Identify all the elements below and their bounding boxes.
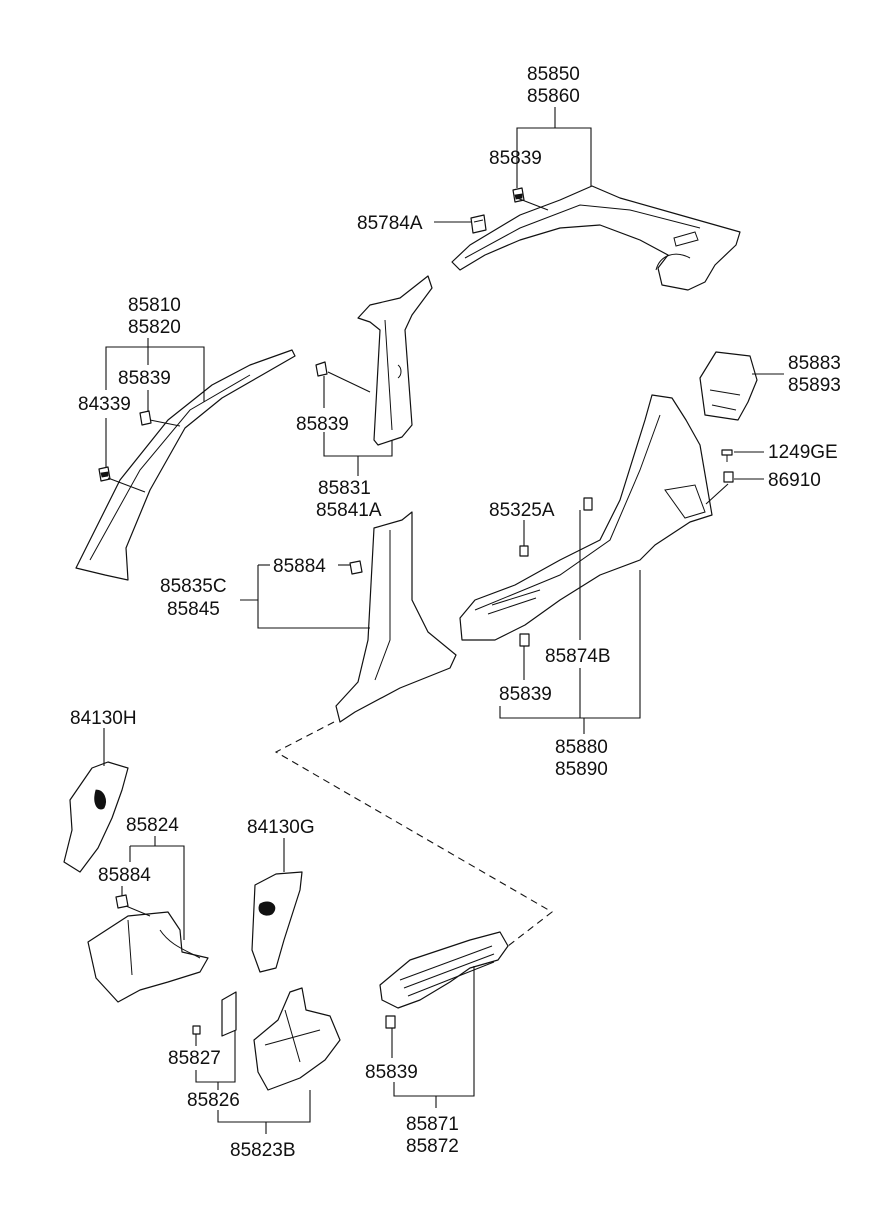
clip-85839-apillar xyxy=(139,410,152,426)
clip-85839-top xyxy=(512,187,525,203)
clip-85839-rear xyxy=(519,633,530,647)
clip-85839-bpillar xyxy=(315,361,328,377)
clip-85884-low xyxy=(115,894,129,909)
label-85827: 85827 xyxy=(168,1048,221,1069)
label-85839-top: 85839 xyxy=(489,148,542,169)
label-85325A: 85325A xyxy=(489,500,555,521)
label-85850: 85850 xyxy=(527,64,580,85)
label-85831: 85831 xyxy=(318,478,371,499)
label-85884-mid: 85884 xyxy=(273,556,326,577)
clip-85874B xyxy=(583,497,593,511)
label-85883: 85883 xyxy=(788,353,841,374)
clip-84339 xyxy=(98,466,111,482)
cowl-side-trim-85824 xyxy=(87,911,209,1003)
clip-85839-sill xyxy=(385,1015,396,1029)
label-85874B: 85874B xyxy=(545,646,611,667)
label-86910: 86910 xyxy=(768,470,821,491)
label-85893: 85893 xyxy=(788,375,841,396)
callout-labels: 85850 85860 85839 85784A 85810 85820 858… xyxy=(70,64,841,1161)
insulation-84130H xyxy=(63,761,129,873)
bracket-85826 xyxy=(221,991,237,1037)
quarter-box-cover xyxy=(699,351,758,421)
b-pillar-upper-trim xyxy=(357,275,433,446)
label-85839-apillar: 85839 xyxy=(118,368,171,389)
label-85860: 85860 xyxy=(527,86,580,107)
rear-quarter-lower-trim xyxy=(459,394,713,641)
clip-85827 xyxy=(192,1025,201,1035)
a-pillar-trim xyxy=(75,349,296,581)
label-85841A: 85841A xyxy=(316,500,382,521)
label-85810: 85810 xyxy=(128,295,181,316)
clip-85884-mid xyxy=(349,560,363,575)
label-85820: 85820 xyxy=(128,317,181,338)
clip-85325A xyxy=(519,545,529,557)
clip-86910 xyxy=(723,471,734,483)
label-85824: 85824 xyxy=(126,815,179,836)
label-84130G: 84130G xyxy=(247,817,315,838)
label-85880: 85880 xyxy=(555,737,608,758)
door-sill-scuff xyxy=(379,931,509,1009)
label-85872: 85872 xyxy=(406,1136,459,1157)
rear-quarter-upper-trim xyxy=(451,185,741,291)
screw-1249GE xyxy=(721,449,733,462)
label-85884-low: 85884 xyxy=(98,865,151,886)
leader-lines xyxy=(103,107,784,1134)
b-pillar-lower-trim xyxy=(335,511,457,723)
label-85839-rear: 85839 xyxy=(499,684,552,705)
insulation-84130G xyxy=(251,871,303,973)
label-85839-sill: 85839 xyxy=(365,1062,418,1083)
label-85784A: 85784A xyxy=(357,213,423,234)
label-85823B: 85823B xyxy=(230,1140,296,1161)
label-85845: 85845 xyxy=(167,599,220,620)
label-84130H: 84130H xyxy=(70,708,137,729)
label-1249GE: 1249GE xyxy=(768,442,838,463)
cowl-side-trim-85823B xyxy=(253,987,341,1091)
label-85835C: 85835C xyxy=(160,576,227,597)
label-85871: 85871 xyxy=(406,1114,459,1135)
label-85839-bpillar: 85839 xyxy=(296,414,349,435)
clip-85784A xyxy=(470,214,487,234)
label-84339: 84339 xyxy=(78,394,131,415)
label-85890: 85890 xyxy=(555,759,608,780)
label-85826: 85826 xyxy=(187,1090,240,1111)
